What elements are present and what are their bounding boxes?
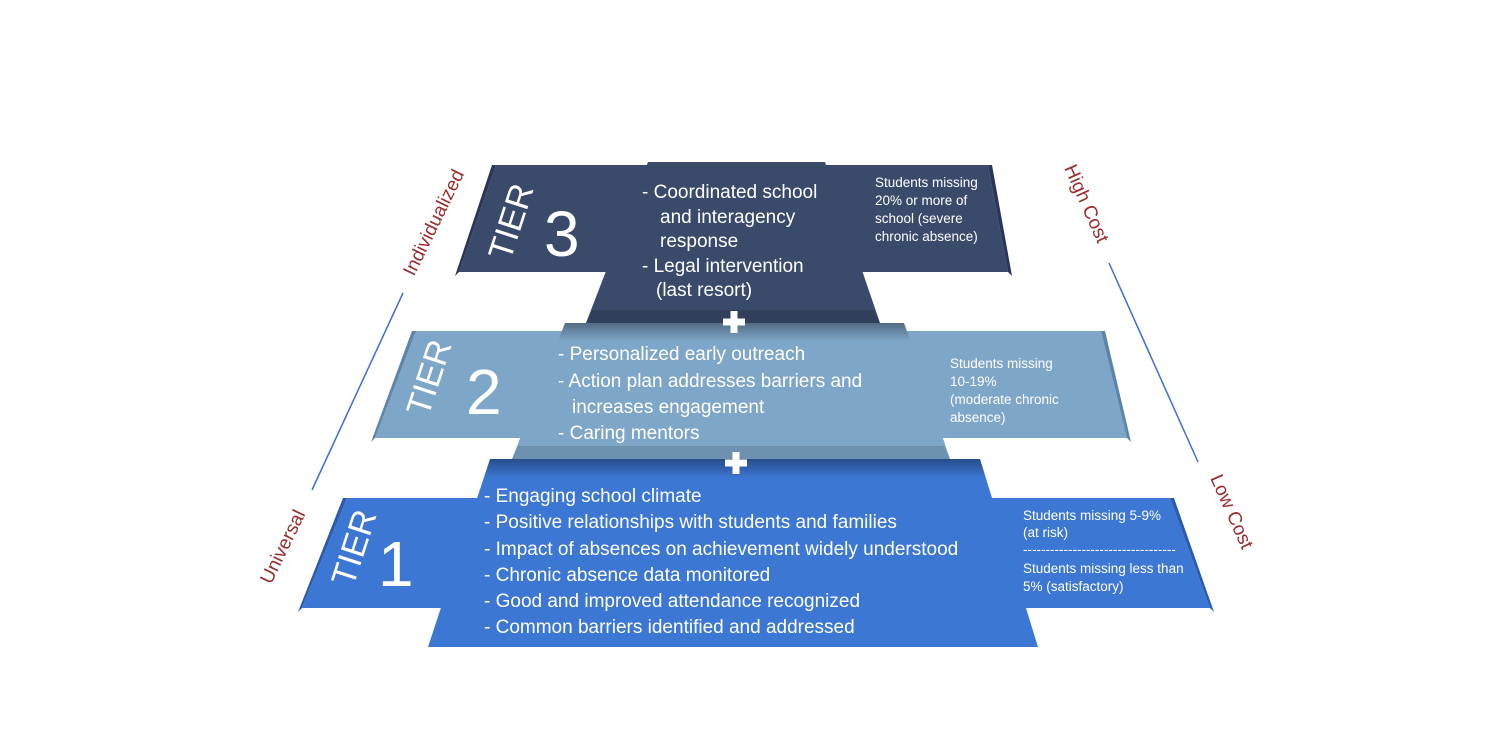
right-axis-top-label: High Cost — [1059, 161, 1112, 246]
left-axis-bottom-label: Universal — [257, 507, 311, 587]
tier-3-band-edge-left — [455, 165, 496, 276]
tier-3-bullet: - Coordinated school — [642, 182, 817, 203]
tier-2-bullet: - Personalized early outreach — [558, 344, 805, 365]
tier-2-number: 2 — [466, 356, 502, 428]
tier-1-bullet: - Chronic absence data monitored — [484, 565, 770, 586]
tier-1-side-text: 5% (satisfactory) — [1023, 579, 1124, 594]
tier-3-side-text: 20% or more of — [875, 193, 968, 208]
plus-icon — [723, 311, 745, 333]
tier-2-side-text: (moderate chronic — [950, 392, 1059, 407]
tier-3-side-text: Students missing — [875, 175, 978, 190]
tier-3: TIER 3 - Coordinated school and interage… — [455, 162, 1012, 323]
left-axis-line — [311, 292, 404, 491]
tier-1-bullet: - Engaging school climate — [484, 486, 702, 507]
tier-2-base-shadow — [512, 446, 950, 459]
tier-3-bullet: - Legal intervention — [642, 256, 804, 277]
tier-2-side-text: Students missing — [950, 356, 1053, 371]
tier-2-bullet: - Caring mentors — [558, 423, 700, 444]
tier-1-side-divider: ---------------------------------- — [1023, 542, 1176, 557]
tier-1-bullet: - Good and improved attendance recognize… — [484, 591, 860, 612]
tier-1-band-edge-left — [298, 498, 347, 612]
tier-2: TIER 2 - Personalized early outreach - A… — [371, 323, 1131, 459]
tier-1-main — [428, 459, 1038, 647]
tier-3-bullet: (last resort) — [656, 280, 752, 301]
tier-2-band-edge-right — [1101, 331, 1131, 442]
tier-3-main — [586, 162, 880, 323]
tier-3-band-edge-right — [988, 165, 1012, 276]
right-axis-bottom-label: Low Cost — [1205, 471, 1257, 553]
tier-1-number: 1 — [378, 528, 414, 600]
tier-3-bullet: and interagency — [660, 207, 796, 228]
tier-3-side-text: school (severe — [875, 211, 963, 226]
tier-1-bullet: - Positive relationships with students a… — [484, 512, 897, 533]
tier-1-side-text: (at risk) — [1023, 525, 1068, 540]
tier-2-bullet: increases engagement — [572, 397, 765, 418]
tier-2-bullet: - Action plan addresses barriers and — [558, 371, 862, 392]
tier-3-side-text: chronic absence) — [875, 229, 978, 244]
tier-3-number: 3 — [544, 198, 580, 270]
tier-2-side-text: absence) — [950, 410, 1006, 425]
right-axis-line — [1108, 262, 1199, 463]
left-axis-top-label: Individualized — [400, 166, 469, 279]
tier-1-side-text: Students missing less than — [1023, 561, 1184, 576]
plus-icon — [725, 452, 747, 474]
tier-1-bullet: - Common barriers identified and address… — [484, 617, 855, 638]
tier-1-band-edge-right — [1170, 498, 1214, 612]
tier-1: TIER 1 - Engaging school climate - Posit… — [298, 459, 1214, 647]
tier-2-side-text: 10-19% — [950, 374, 997, 389]
tier-1-side-text: Students missing 5-9% — [1023, 508, 1161, 523]
tier-1-bullet: - Impact of absences on achievement wide… — [484, 539, 958, 560]
tier-2-band-edge-left — [371, 331, 416, 442]
tier-3-bullet: response — [660, 231, 738, 252]
tier-2-main — [512, 323, 950, 459]
